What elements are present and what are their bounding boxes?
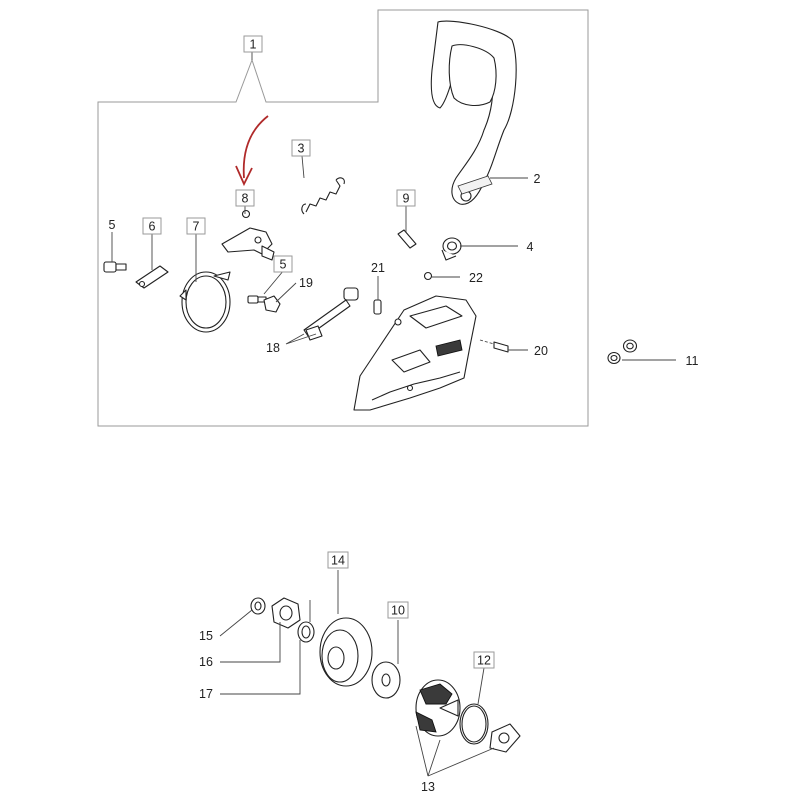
svg-text:16: 16: [199, 655, 213, 669]
svg-text:10: 10: [391, 604, 405, 618]
svg-text:11: 11: [686, 354, 699, 368]
bracket-part: [263, 295, 281, 313]
callout-4: 4: [527, 240, 534, 254]
leader-17: [220, 640, 301, 695]
leader-12: [477, 667, 485, 705]
svg-text:18: 18: [266, 341, 280, 355]
pin-part-21: [373, 299, 382, 315]
brake-band-part: [179, 271, 231, 333]
leader-5b: [263, 269, 285, 295]
leader-13: [415, 725, 495, 777]
highlight-arrow: [235, 115, 269, 187]
chain-tensioner-part: [303, 287, 359, 341]
nut-part-22: [423, 271, 433, 281]
svg-text:9: 9: [403, 192, 410, 206]
callout-9: 9: [396, 189, 416, 207]
screw-part-middle: [247, 295, 267, 304]
leader-15: [219, 609, 253, 637]
callout-7: 7: [186, 217, 206, 235]
clutch-spring-ring-part: [459, 703, 489, 745]
washer-part-15: [250, 597, 266, 615]
callout-10: 10: [387, 601, 409, 619]
svg-text:14: 14: [331, 554, 345, 568]
svg-text:5: 5: [280, 258, 287, 272]
svg-text:17: 17: [199, 687, 213, 701]
svg-text:4: 4: [527, 240, 534, 254]
callout-22: 22: [469, 271, 483, 285]
svg-text:7: 7: [193, 220, 200, 234]
screw-part-left: [103, 261, 127, 273]
callout-16: 16: [199, 655, 213, 669]
callout-18: 18: [266, 341, 280, 355]
svg-text:1: 1: [250, 38, 257, 52]
callout-1: 1: [243, 35, 263, 53]
washer-part-10: [371, 661, 401, 699]
svg-text:13: 13: [421, 780, 435, 794]
svg-text:5: 5: [109, 218, 116, 232]
hand-guard-part: [430, 20, 517, 205]
plate-part: [135, 265, 169, 289]
callout-5b: 5: [273, 255, 293, 273]
spring-part: [301, 177, 345, 215]
leader-18: [285, 333, 317, 345]
svg-text:3: 3: [298, 142, 305, 156]
callout-3: 3: [291, 139, 311, 157]
screw-part-20: [479, 339, 509, 353]
callout-13: 13: [421, 780, 435, 794]
clutch-cover-housing-part: [353, 295, 477, 411]
leader-3: [301, 155, 305, 179]
nut-pair-part: [607, 339, 638, 365]
pin-part-9: [397, 229, 417, 249]
svg-text:22: 22: [469, 271, 483, 285]
callout-6: 6: [142, 217, 162, 235]
callout-15: 15: [199, 629, 213, 643]
svg-text:6: 6: [149, 220, 156, 234]
svg-text:2: 2: [534, 172, 541, 186]
svg-text:19: 19: [299, 276, 313, 290]
drive-nut-part: [271, 597, 301, 629]
callout-12: 12: [473, 651, 495, 669]
clutch-drum-part: [319, 617, 373, 687]
callout-11: 11: [686, 354, 699, 368]
assembly-frame: [97, 9, 589, 427]
svg-text:20: 20: [534, 344, 548, 358]
callout-5a: 5: [109, 218, 116, 232]
callout-20: 20: [534, 344, 548, 358]
callout-21: 21: [371, 261, 385, 275]
svg-text:8: 8: [242, 192, 249, 206]
callout-2: 2: [534, 172, 541, 186]
callout-8: 8: [235, 189, 255, 207]
leader-16: [220, 622, 281, 663]
svg-text:21: 21: [371, 261, 385, 275]
svg-text:12: 12: [477, 654, 491, 668]
brake-lever-part: [221, 209, 275, 261]
clutch-shoe-assembly-part: [415, 679, 521, 753]
callout-19: 19: [299, 276, 313, 290]
svg-text:15: 15: [199, 629, 213, 643]
callout-14: 14: [327, 551, 349, 569]
leader-19: [275, 282, 297, 303]
callout-17: 17: [199, 687, 213, 701]
needle-bearing-part: [297, 621, 315, 643]
bushing-part: [441, 237, 462, 261]
